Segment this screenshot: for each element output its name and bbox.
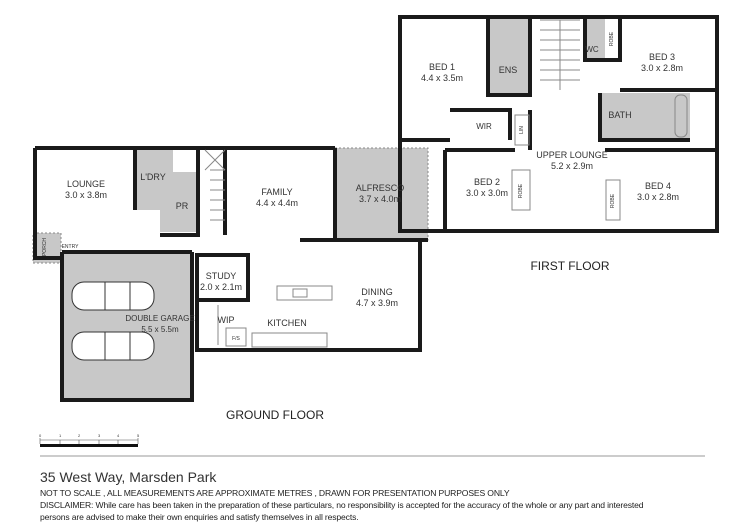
scale-tick: 3 xyxy=(98,433,101,438)
room-name: BED 4 xyxy=(644,181,671,191)
room-size: 3.0 x 2.8m xyxy=(640,63,684,73)
scale-note: NOT TO SCALE , ALL MEASUREMENTS ARE APPR… xyxy=(40,488,510,498)
room-size: 4.4 x 3.5m xyxy=(420,73,464,83)
disclaimer-line-2: persons are advised to make their own en… xyxy=(40,512,359,522)
room-name: BED 1 xyxy=(428,62,455,72)
scale-tick: 1 xyxy=(59,433,62,438)
room-label-robe-bed-4: ROBE xyxy=(610,193,616,209)
room-size: 3.0 x 3.8m xyxy=(64,190,108,200)
fridge-space-label: F/S xyxy=(232,336,240,342)
room-name: LOUNGE xyxy=(66,179,105,189)
room-name: DOUBLE GARAGE xyxy=(125,314,195,323)
car-icons xyxy=(71,281,155,361)
room-label-wip: WIP xyxy=(217,315,235,325)
room-label-ensuite: ENS xyxy=(498,65,518,75)
room-name: UPPER LOUNGE xyxy=(536,150,608,160)
room-label-kitchen: KITCHEN xyxy=(267,318,307,328)
disclaimer-line-1: DISCLAIMER: While care has been taken in… xyxy=(40,500,644,510)
first-floor-title: FIRST FLOOR xyxy=(530,259,610,273)
scale-tick: 4 xyxy=(117,433,120,438)
room-name: BED 3 xyxy=(648,52,675,62)
room-label-robe-bed-2: ROBE xyxy=(518,183,524,199)
scale-tick: 2 xyxy=(78,433,81,438)
room-name: ALFRESCO xyxy=(355,183,405,193)
room-label-bath: BATH xyxy=(608,110,632,120)
scale-tick: 0 xyxy=(39,433,42,438)
alfresco-area xyxy=(334,147,429,241)
room-label-wir: WIR xyxy=(476,122,492,131)
room-size: 3.0 x 2.8m xyxy=(636,192,680,202)
powder-room-area xyxy=(160,172,198,232)
wc-area xyxy=(585,18,605,60)
room-size: 4.4 x 4.4m xyxy=(255,198,299,208)
room-label-linen: LIN xyxy=(519,126,525,134)
room-label-powder-room: PR xyxy=(175,201,189,211)
scale-tick: 5 xyxy=(137,433,140,438)
ground-floor-plan xyxy=(32,146,429,402)
room-size: 5.5 x 5.5m xyxy=(141,325,179,334)
ensuite-area xyxy=(488,18,530,95)
room-name: BED 2 xyxy=(473,177,500,187)
room-name: STUDY xyxy=(205,271,237,281)
property-address: 35 West Way, Marsden Park xyxy=(40,469,217,485)
room-name: DINING xyxy=(361,287,393,297)
garage-area xyxy=(64,254,192,399)
ground-floor-title: GROUND FLOOR xyxy=(225,408,325,422)
room-size: 5.2 x 2.9m xyxy=(550,161,594,171)
room-label-double-garage: DOUBLE GARAGE 5.5 x 5.5m xyxy=(125,313,194,335)
scale-bar xyxy=(39,438,139,447)
room-name: FAMILY xyxy=(261,187,293,197)
room-label-robe-bed-3: ROBE xyxy=(609,31,615,47)
first-floor-plan xyxy=(398,15,719,233)
room-size: 3.0 x 3.0m xyxy=(465,188,509,198)
room-label-wc: WC xyxy=(585,45,599,54)
room-size: 4.7 x 3.9m xyxy=(355,298,399,308)
room-label-laundry: L'DRY xyxy=(140,172,166,182)
room-size: 3.7 x 4.0m xyxy=(358,194,402,204)
room-label-porch: PORCH xyxy=(42,237,48,257)
room-label-entry: ENTRY xyxy=(61,244,79,250)
room-size: 2.0 x 2.1m xyxy=(199,282,243,292)
